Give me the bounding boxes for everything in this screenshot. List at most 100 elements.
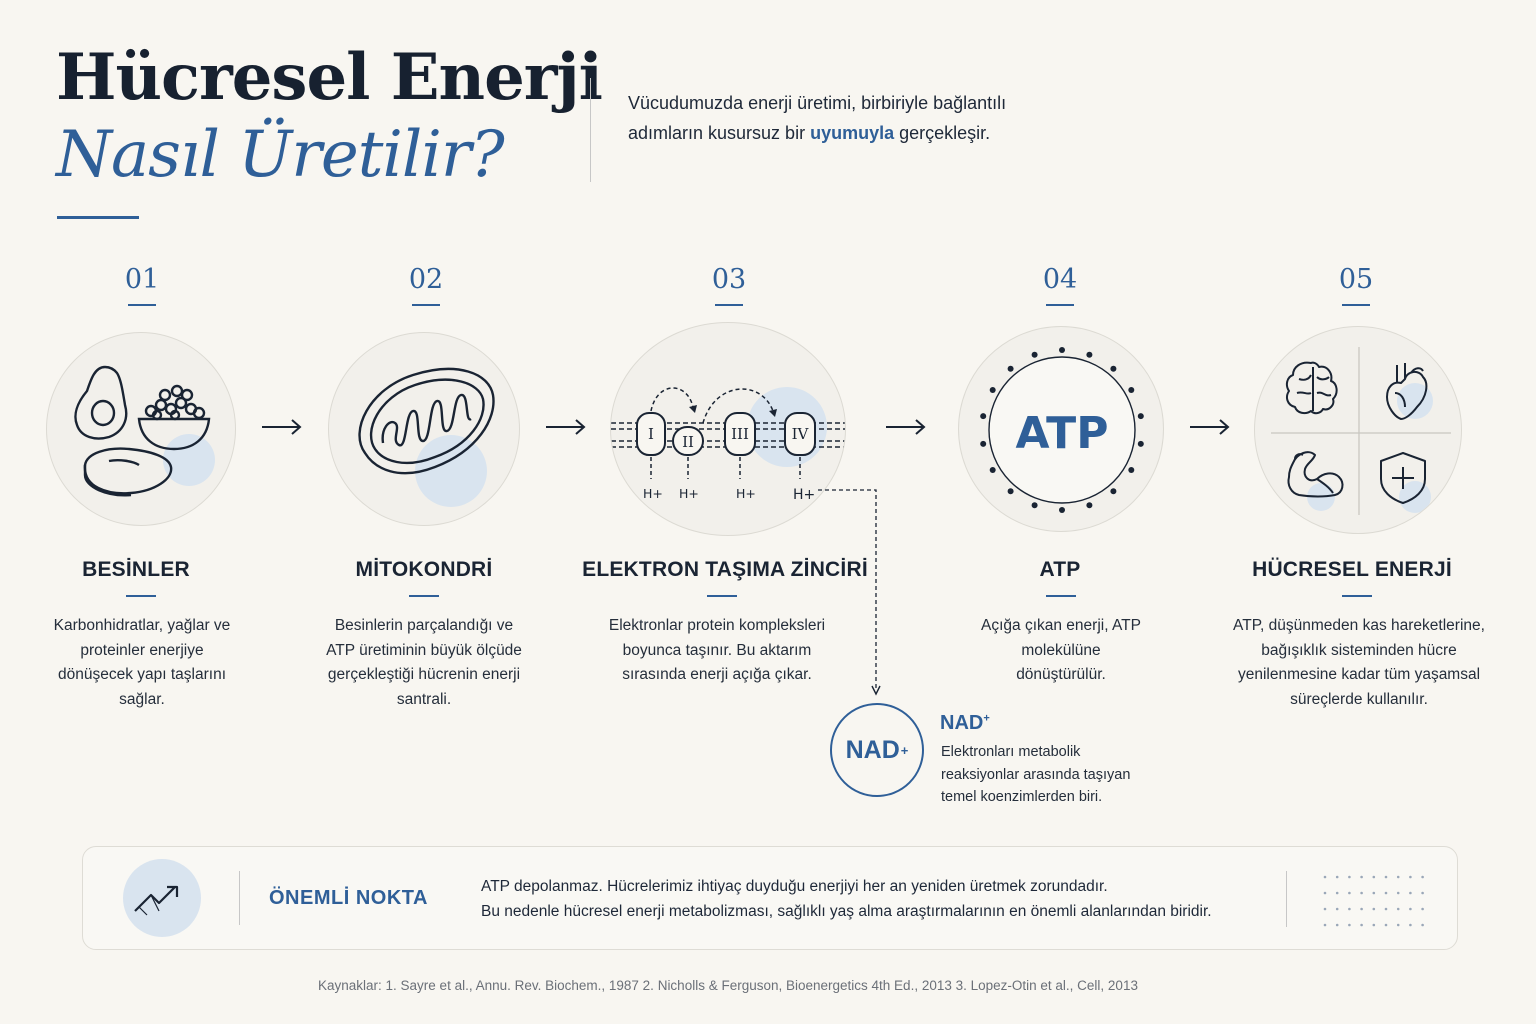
grid-dot xyxy=(1360,891,1363,895)
step-2-number: 02 xyxy=(276,262,576,306)
nad-badge-sup: + xyxy=(900,742,909,758)
grid-dot xyxy=(1323,891,1327,895)
grid-dot xyxy=(1372,907,1376,911)
atp-orbit-dot xyxy=(1059,507,1065,513)
atp-orbit-dot xyxy=(1031,351,1038,358)
intro-part: gerçekleşir. xyxy=(894,123,991,143)
step-5-number: 05 xyxy=(1206,262,1506,306)
grid-dot xyxy=(1409,907,1412,911)
grid-dot xyxy=(1409,923,1412,927)
proton-label: H+ xyxy=(643,486,663,501)
step-number: 05 xyxy=(1338,264,1374,295)
brain-icon xyxy=(1285,361,1338,415)
atp-orbit-dot xyxy=(1137,440,1144,447)
nad-connector xyxy=(818,489,881,696)
etc-illustration: I II III IV H+ H+ H+ H+ xyxy=(610,322,846,536)
nad-title-sup: + xyxy=(983,712,990,725)
title-underline xyxy=(409,595,439,597)
grid-dot xyxy=(1360,907,1363,911)
nad-title: NAD+ xyxy=(940,712,990,735)
intro-text: Vücudumuzda enerji üretimi, birbiriyle b… xyxy=(628,88,1048,148)
grid-dot xyxy=(1396,875,1400,879)
grid-dot xyxy=(1396,907,1400,911)
avocado-icon xyxy=(74,365,128,440)
atp-orbit-dot xyxy=(1007,488,1014,495)
header-divider xyxy=(590,78,591,182)
grid-dot xyxy=(1384,875,1388,879)
grid-dot xyxy=(1421,923,1424,927)
atp-orbit-dot xyxy=(1086,351,1093,358)
atp-orbit-dot xyxy=(1031,502,1038,509)
grid-dot xyxy=(1335,907,1339,911)
steak-icon xyxy=(83,447,173,497)
step-3-title: ELEKTRON TAŞIMA ZİNCİRİ xyxy=(582,558,868,581)
grid-dot xyxy=(1323,907,1327,911)
step-4-number: 04 xyxy=(910,262,1210,306)
page-title-line1: Hücresel Enerji xyxy=(56,40,603,115)
complex-label: III xyxy=(731,425,749,443)
step-number: 02 xyxy=(408,264,444,295)
sources: Kaynaklar: 1. Sayre et al., Annu. Rev. B… xyxy=(318,978,1138,993)
trend-up-icon xyxy=(134,885,179,916)
grid-dot xyxy=(1396,923,1400,927)
intro-highlight: uyumuyla xyxy=(810,123,895,143)
nad-badge-label: NAD xyxy=(845,735,900,764)
step-3-number: 03 xyxy=(579,262,879,306)
grid-dot xyxy=(1348,875,1351,879)
number-rule xyxy=(412,304,440,306)
keypoint-divider xyxy=(239,871,240,925)
step-4-title: ATP xyxy=(1039,558,1081,581)
grid-dot xyxy=(1372,923,1376,927)
grid-dot xyxy=(1360,875,1363,879)
grid-dot xyxy=(1348,907,1351,911)
keypoint-divider xyxy=(1286,871,1287,927)
number-rule xyxy=(1342,304,1370,306)
grid-dot xyxy=(1409,875,1412,879)
atp-label: ATP xyxy=(1016,408,1109,459)
grid-dot xyxy=(1421,891,1424,895)
grid-dot xyxy=(1335,891,1339,895)
page-title-line2: Nasıl Üretilir? xyxy=(56,118,505,192)
grid-dot xyxy=(1396,891,1400,895)
dot-grid-decoration xyxy=(1323,875,1424,927)
nad-desc: Elektronları metabolik reaksiyonlar aras… xyxy=(941,744,1131,805)
nutrients-illustration xyxy=(46,332,236,526)
intro-part: Vücudumuzda enerji üretimi, birbiriyle b… xyxy=(628,93,1007,143)
grid-dot xyxy=(1372,875,1376,879)
grid-dot xyxy=(1421,907,1424,911)
arrow-right-icon xyxy=(1190,419,1230,435)
heart-icon xyxy=(1386,363,1428,420)
step-number: 03 xyxy=(711,264,747,295)
arrow-right-icon xyxy=(262,419,302,435)
muscle-icon xyxy=(1287,451,1344,498)
atp-illustration: ATP xyxy=(958,326,1164,532)
title-underline xyxy=(126,595,156,597)
title-rule xyxy=(57,216,139,219)
grid-dot xyxy=(1348,923,1351,927)
step-1-number: 01 xyxy=(0,262,292,306)
keypoint-line: Bu nedenle hücresel enerji metabolizması… xyxy=(481,903,1212,920)
complex-label: IV xyxy=(792,425,810,443)
grid-dot xyxy=(1384,891,1388,895)
grid-dot xyxy=(1421,875,1424,879)
grid-dot xyxy=(1323,875,1327,879)
title-underline xyxy=(1342,595,1372,597)
grid-dot xyxy=(1360,923,1363,927)
title-underline xyxy=(1046,595,1076,597)
atp-orbit-dot xyxy=(1059,347,1065,353)
number-rule xyxy=(715,304,743,306)
grid-dot xyxy=(1335,875,1339,879)
atp-orbit-dot xyxy=(980,440,987,447)
nad-title-label: NAD xyxy=(940,712,984,734)
arrow-right-icon xyxy=(886,419,926,435)
step-1-title: BESİNLER xyxy=(82,558,190,581)
step-2-desc: Besinlerin parçalandığı ve ATP üretimini… xyxy=(326,617,522,708)
grid-dot xyxy=(1348,891,1351,895)
grid-dot xyxy=(1372,891,1376,895)
step-5-title: HÜCRESEL ENERJİ xyxy=(1252,558,1452,581)
atp-orbit-dot xyxy=(1110,488,1117,495)
step-number: 04 xyxy=(1042,264,1078,295)
grid-dot xyxy=(1384,907,1388,911)
keypoint-title: ÖNEMLİ NOKTA xyxy=(269,887,428,909)
step-5-desc: ATP, düşünmeden kas hareketlerine, bağış… xyxy=(1233,617,1485,708)
